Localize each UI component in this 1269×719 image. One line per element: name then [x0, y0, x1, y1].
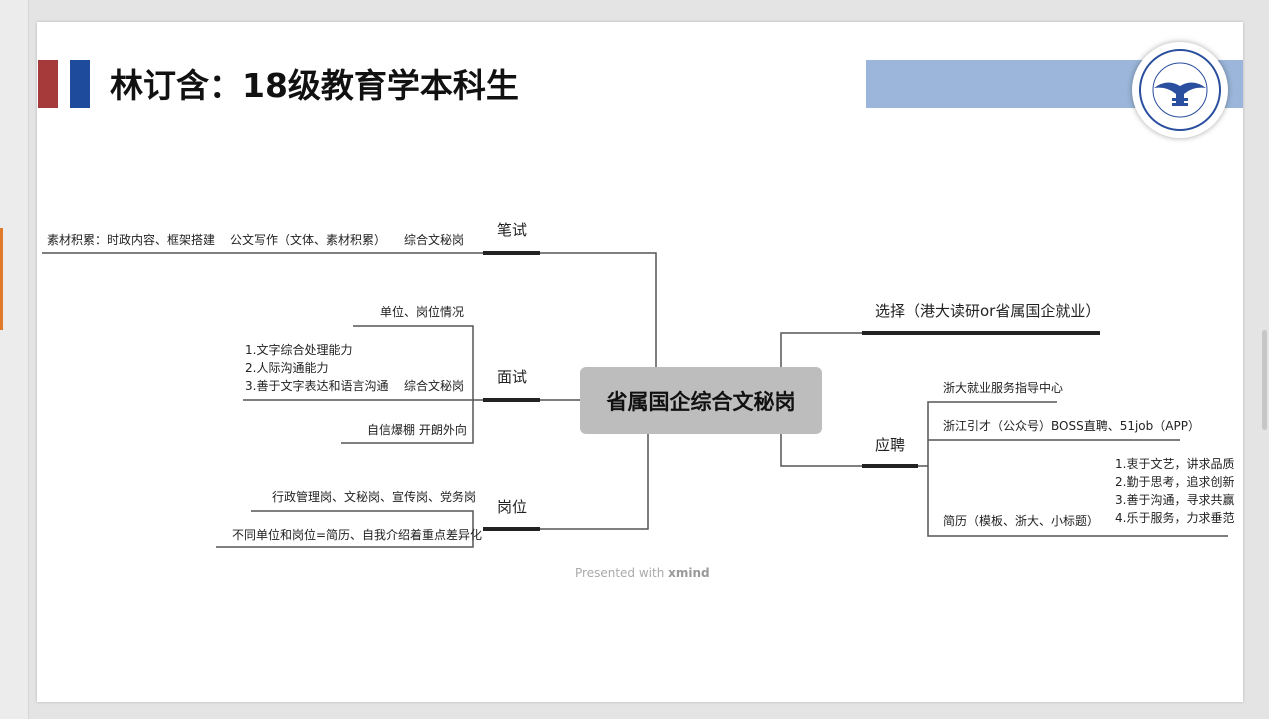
- gangwei-child[interactable]: 不同单位和岗位=简历、自我介绍着重点差异化: [232, 528, 483, 542]
- topic-gangwei[interactable]: 岗位: [497, 498, 528, 516]
- bishi-grandchild[interactable]: 公文写作（文体、素材积累）: [230, 233, 387, 247]
- topic-mianshi[interactable]: 面试: [497, 368, 528, 386]
- mianshi-child[interactable]: 综合文秘岗: [404, 379, 465, 393]
- presented-with-text: Presented with: [575, 566, 665, 580]
- blue-accent-bar: [70, 60, 90, 108]
- ability-item: 3.善于文字表达和语言沟通: [245, 379, 389, 393]
- yingpin-child[interactable]: 浙大就业服务指导中心: [943, 381, 1064, 395]
- resume-point: 1.衷于文艺，讲求品质: [1115, 457, 1235, 471]
- mianshi-child[interactable]: 单位、岗位情况: [380, 305, 465, 319]
- college-logo: [1132, 42, 1228, 138]
- scrollbar[interactable]: [1262, 330, 1267, 430]
- slide: [37, 22, 1243, 702]
- red-accent-bar: [38, 60, 58, 108]
- xmind-brand: xmind: [668, 566, 710, 580]
- central-topic[interactable]: 省属国企综合文秘岗: [580, 367, 822, 434]
- slide-thumbnail-pane[interactable]: [0, 0, 29, 719]
- bishi-leaf[interactable]: 素材积累：时政内容、框架搭建: [47, 233, 216, 247]
- yingpin-child[interactable]: 简历（模板、浙大、小标题）: [943, 514, 1100, 528]
- resume-point: 4.乐于服务，力求垂范: [1115, 511, 1235, 525]
- slide-title: 林订含：18级教育学本科生: [110, 66, 519, 105]
- topic-yingpin[interactable]: 应聘: [875, 436, 906, 454]
- gangwei-child[interactable]: 行政管理岗、文秘岗、宣传岗、党务岗: [272, 490, 477, 504]
- resume-points[interactable]: 1.衷于文艺，讲求品质 2.勤于思考，追求创新 3.善于沟通，寻求共赢 4.乐于…: [1115, 455, 1234, 527]
- yingpin-child[interactable]: 浙江引才（公众号）BOSS直聘、51job（APP）: [943, 419, 1200, 433]
- xmind-watermark: Presented with xmind: [575, 566, 710, 580]
- selected-slide-marker: [0, 228, 3, 330]
- mianshi-child[interactable]: 自信爆棚 开朗外向: [367, 423, 467, 437]
- ability-item: 1.文字综合处理能力: [245, 343, 353, 357]
- mianshi-abilities[interactable]: 1.文字综合处理能力 2.人际沟通能力 3.善于文字表达和语言沟通: [245, 341, 388, 395]
- topic-xuanze[interactable]: 选择（港大读研or省属国企就业）: [875, 302, 1101, 320]
- resume-point: 2.勤于思考，追求创新: [1115, 475, 1235, 489]
- bishi-child[interactable]: 综合文秘岗: [404, 233, 465, 247]
- resume-point: 3.善于沟通，寻求共赢: [1115, 493, 1235, 507]
- ability-item: 2.人际沟通能力: [245, 361, 329, 375]
- topic-bishi[interactable]: 笔试: [497, 221, 528, 239]
